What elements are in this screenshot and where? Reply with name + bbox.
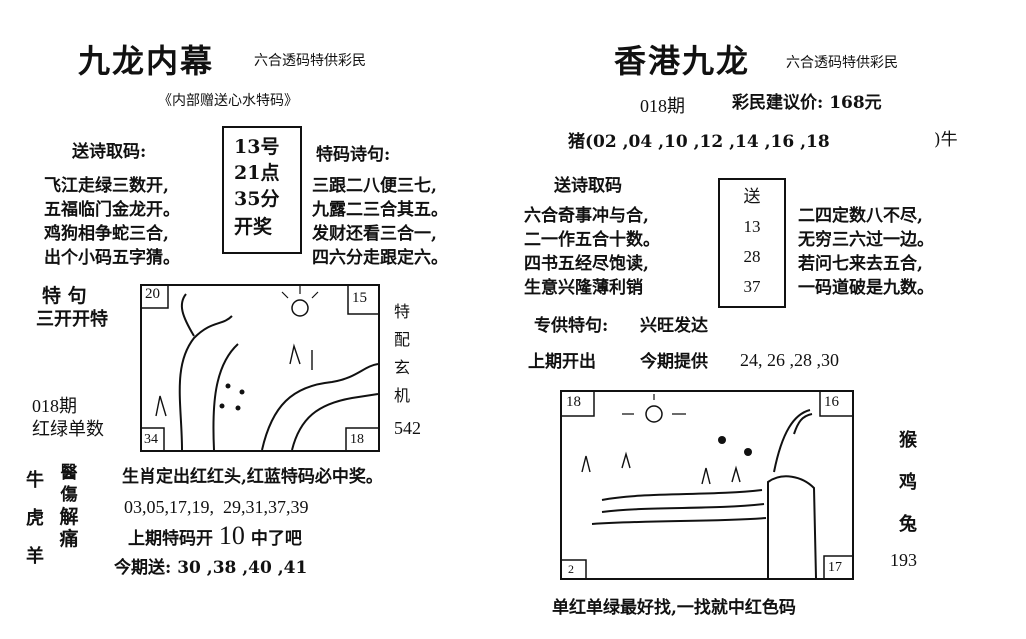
special-phrase: 兴旺发达 [640,316,708,336]
today-numbers: 24, 26 ,28 ,30 [740,350,839,370]
vertical-word: 解 [59,506,79,528]
right-title: 香港九龙 [614,42,751,80]
left-side-chars: 特 配 玄 机 [392,298,412,410]
draw-label: 开奖 [234,216,273,238]
side-char: 配 [393,330,410,349]
last-prefix: 上期特码开 [128,529,213,549]
poem-line: 若问七来去五合, [798,254,923,274]
left-tagline: 《内部赠送心水特码》 [158,93,298,109]
send-number: 28 [743,247,761,266]
right-corner-tl: 18 [566,394,581,410]
vertical-word: 醫 [60,463,78,483]
special-heading: 特 句 [42,285,87,307]
vertical-words: 醫 傷 解 痛 [58,462,80,550]
tema-heading: 特码诗句: [316,145,391,165]
today-label: 今期提供 [640,352,708,372]
side-zodiac: 鸡 [899,472,917,493]
right-side-zodiacs: 猴 鸡 兔 [896,420,920,546]
send-number: 13 [743,217,761,236]
send-label: 送 [743,187,761,207]
zodiac-char: 羊 [26,546,44,567]
side-char: 机 [393,386,410,405]
special-label: 专供特句: [534,316,609,336]
left-side-number: 542 [394,418,421,438]
draw-minute: 35分 [234,188,280,210]
right-issue: 018期 [640,96,685,116]
last-suffix: 中了吧 [250,529,302,549]
left-issue: 018期 [32,396,77,416]
poem-line: 鸡狗相争蛇三合, [44,224,169,244]
poem-line: 六合奇事冲与合, [524,206,649,226]
last-label: 上期开出 [528,352,596,372]
draw-hour: 21点 [234,162,280,184]
right-poem-heading: 送诗取码 [554,176,622,196]
left-corner-tl: 20 [145,286,160,302]
poem-line: 生意兴隆薄利销 [524,278,643,298]
zodiac-column: 牛 虎 羊 [24,462,46,576]
left-sketch-drawing [142,286,379,451]
poem-line: 飞江走绿三数开, [44,176,169,196]
side-zodiac: 猴 [899,430,917,451]
right-sketch: 18 16 2 17 [560,390,854,580]
poem-line: 出个小码五字猜。 [44,248,180,268]
pig-row: 猪(02 ,04 ,10 ,12 ,14 ,16 ,18 [568,132,830,152]
left-sketch: 20 15 34 18 [140,284,380,452]
tema-line: 三跟二八便三七, [312,176,437,196]
left-corner-br: 18 [350,432,364,447]
send-number-box: 送 13 28 37 [718,178,786,308]
special-text: 三开开特 [36,309,108,330]
right-corner-bl: 2 [568,562,574,576]
right-price: 彩民建议价: 168元 [732,93,882,113]
send-number: 37 [743,277,761,296]
right-footer: 单红单绿最好找,一找就中红色码 [552,598,796,618]
today-send: 今期送: 30 ,38 ,40 ,41 [114,558,308,578]
side-char: 特 [393,302,410,321]
tema-poem: 三跟二八便三七, 九露二三合其五。 发财还看三合一, 四六分走跟定六。 [312,174,448,270]
last-draw: 上期特码开 10 中了吧 [128,521,302,551]
poem-line: 二四定数八不尽, [798,206,923,226]
tema-line: 发财还看三合一, [312,224,437,244]
draw-number: 13号 [234,136,280,158]
side-zodiac: 兔 [899,514,917,535]
poem-line: 二一作五合十数。 [524,230,660,250]
right-corner-br: 17 [828,560,842,575]
right-poem-2: 二四定数八不尽, 无穷三六过一边。 若问七来去五合, 一码道破是九数。 [798,204,934,300]
zodiac-line: 生肖定出红红头,红蓝特码必中奖。 [122,467,383,487]
right-sketch-drawing [562,392,852,579]
left-subtitle: 六合透码特供彩民 [254,53,366,69]
tema-line: 四六分走跟定六。 [312,248,448,268]
left-poem-heading: 送诗取码: [72,142,147,162]
right-subtitle: 六合透码特供彩民 [786,55,898,71]
draw-time-box: 13号 21点 35分 开奖 [222,126,302,254]
right-poem: 六合奇事冲与合, 二一作五合十数。 四书五经尽饱读, 生意兴隆薄利销 [524,204,660,300]
vertical-word: 痛 [59,528,79,550]
vertical-word: 傷 [60,485,78,505]
poem-line: 五福临门金龙开。 [44,200,180,220]
side-char: 玄 [393,358,410,377]
zodiac-char: 虎 [26,508,44,529]
tema-line: 九露二三合其五。 [312,200,448,220]
poem-line: 无穷三六过一边。 [798,230,934,250]
left-poem: 飞江走绿三数开, 五福临门金龙开。 鸡狗相争蛇三合, 出个小码五字猜。 [44,174,180,270]
poem-line: 四书五经尽饱读, [524,254,649,274]
red-green-label: 红绿单数 [32,419,104,440]
number-list: 03,05,17,19, 29,31,37,39 [124,497,309,517]
zodiac-char: 牛 [26,470,44,491]
poem-line: 一码道破是九数。 [798,278,934,298]
last-number: 10 [218,521,245,550]
cow-label: )牛 [934,130,958,150]
right-corner-tr: 16 [824,394,839,410]
right-side-number: 193 [890,550,917,570]
left-corner-tr: 15 [352,290,367,306]
left-title: 九龙内幕 [78,42,215,80]
left-corner-bl: 34 [144,432,158,447]
